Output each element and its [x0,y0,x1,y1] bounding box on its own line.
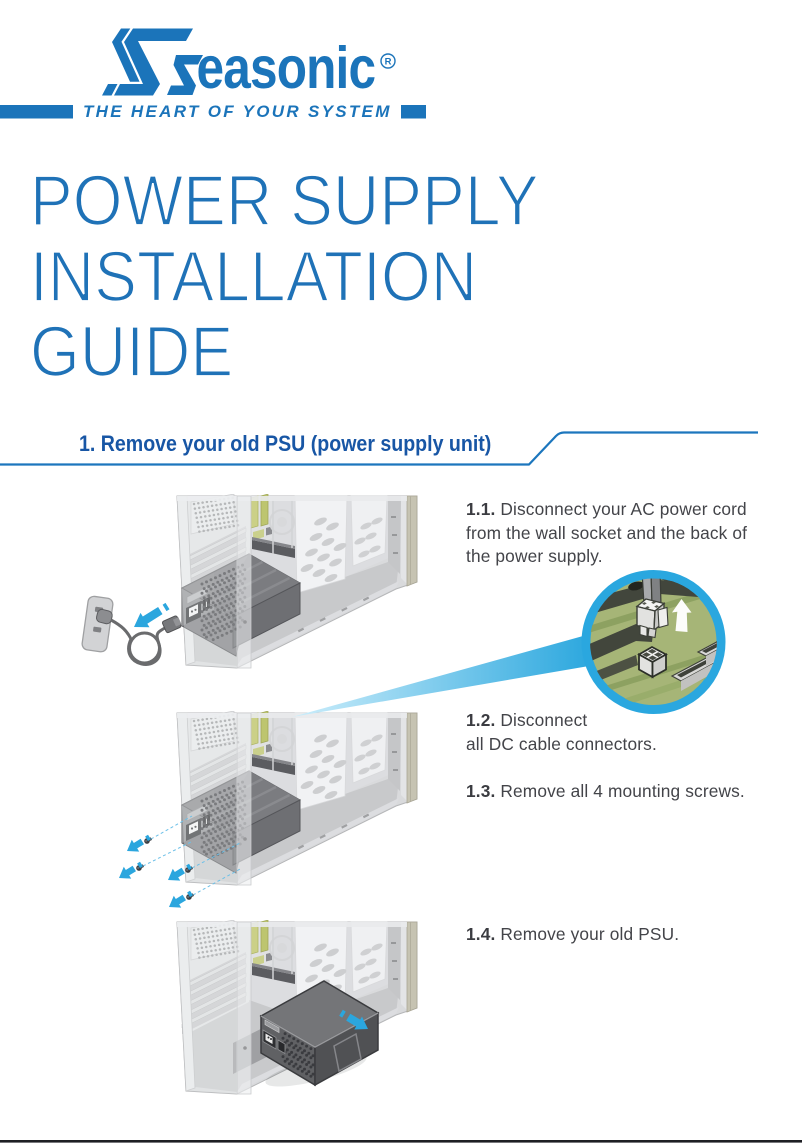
svg-text:easonic: easonic [197,35,376,101]
svg-text:R: R [385,57,392,68]
